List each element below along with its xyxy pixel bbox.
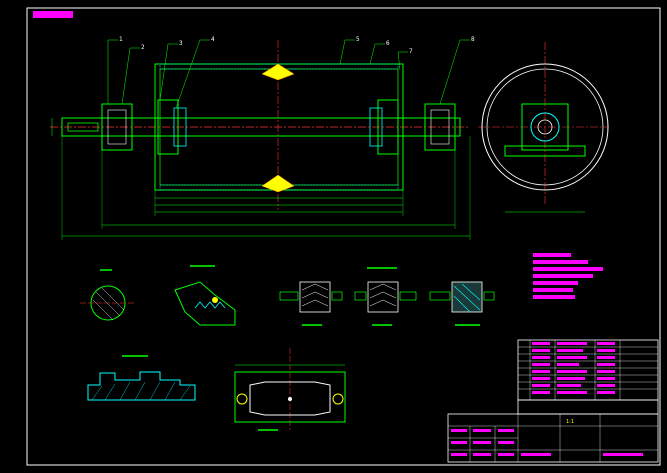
detail-sections xyxy=(80,265,495,431)
bearing-ring xyxy=(530,112,560,142)
bearing-block-frame xyxy=(234,371,346,423)
bearing-block-bolt-left xyxy=(236,393,248,405)
block-b xyxy=(367,281,399,313)
title-row xyxy=(517,399,659,415)
shaft xyxy=(61,117,461,137)
weld-detail xyxy=(174,281,236,326)
part-leaders xyxy=(107,39,470,109)
bearing-housing xyxy=(521,103,569,151)
left-hub xyxy=(157,99,179,155)
block-b-bolt-left xyxy=(354,291,367,301)
weld-detail-marker xyxy=(212,297,218,303)
part-label-4: 4 xyxy=(211,36,215,43)
block-b-hatch xyxy=(369,283,397,307)
base-plate xyxy=(504,145,586,157)
part-label-5: 5 xyxy=(356,36,360,43)
part-label-6: 6 xyxy=(386,40,390,47)
block-a-hatch xyxy=(301,283,329,307)
bottom-lagging-mark xyxy=(261,174,295,193)
part-label-3: 3 xyxy=(179,40,183,47)
part-label-2: 2 xyxy=(141,44,145,51)
drum-inner-circle xyxy=(486,68,604,186)
bearing-block-center xyxy=(288,397,292,401)
left-bearing-inner xyxy=(107,109,127,145)
technical-notes xyxy=(533,253,603,299)
block-a-bolt-right xyxy=(331,291,343,301)
block-a-bolt-left xyxy=(279,291,299,301)
top-lagging-mark xyxy=(261,63,295,81)
profile-section xyxy=(87,371,196,401)
shaft-bore xyxy=(537,119,553,135)
part-label-8: 8 xyxy=(471,36,475,43)
block-c-bolt-right xyxy=(483,291,495,301)
drum-outer-circle xyxy=(481,63,609,191)
left-hub-bearing xyxy=(173,107,187,147)
side-view xyxy=(478,42,609,213)
part-label-7: 7 xyxy=(409,48,413,55)
bearing-block-bolt-right xyxy=(332,393,344,405)
main-view: 1 2 3 4 5 6 7 8 xyxy=(50,36,475,240)
shaft-key xyxy=(67,122,99,132)
left-bearing-seat xyxy=(101,103,133,151)
corner-stamp xyxy=(33,11,73,18)
block-b-bolt-right xyxy=(399,291,417,301)
weld-detail-teeth xyxy=(194,301,226,309)
block-c-bolt-left xyxy=(429,291,451,301)
outer-frame xyxy=(26,7,661,466)
scale-text: 1:1 xyxy=(566,419,574,425)
shaft-section-hatch xyxy=(92,287,125,321)
bearing-block-body xyxy=(249,381,331,416)
part-label-1: 1 xyxy=(119,36,123,43)
right-hub xyxy=(377,99,399,155)
right-hub-bearing xyxy=(369,107,383,147)
profile-section-hatch xyxy=(91,381,191,401)
right-bearing-inner xyxy=(430,109,450,145)
title-block: 1:1 xyxy=(447,339,659,463)
block-a xyxy=(299,281,331,313)
block-c-hatch xyxy=(453,283,481,313)
